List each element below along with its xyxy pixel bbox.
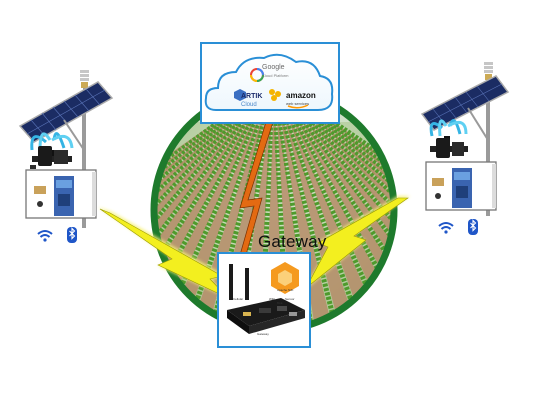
gateway-box: Cellular Gateway WiFi BLE Sensor Apache … xyxy=(217,252,311,348)
left-controller-box xyxy=(26,170,96,218)
left-sensor-node xyxy=(20,70,112,243)
gateway-logo-text: Apache NiFi xyxy=(277,288,293,292)
left-valve xyxy=(30,146,72,169)
google-brand-text: Google xyxy=(262,64,285,71)
board-label-ble: BLE xyxy=(277,301,283,305)
gateway-label: Gateway xyxy=(258,232,327,252)
board-label-wifi: WiFi xyxy=(269,297,275,301)
board-label-sensor: Sensor xyxy=(285,297,295,301)
cloud-services-box xyxy=(200,42,340,124)
amazon-brand-text: amazon xyxy=(286,91,316,100)
google-brand-subtext: Cloud Platform xyxy=(262,73,288,78)
bluetooth-icon xyxy=(468,219,478,235)
right-sensor-node xyxy=(422,62,508,235)
board-label-cellular: Cellular xyxy=(233,297,243,301)
aws-brand-subtext: web services xyxy=(286,101,309,106)
artik-brand-subtext: Cloud xyxy=(241,102,257,108)
right-controller-box xyxy=(426,162,496,210)
right-valve xyxy=(430,138,468,158)
board-label-gateway: Gateway xyxy=(257,332,269,336)
cloud-icon xyxy=(202,44,338,122)
wifi-icon xyxy=(439,223,453,234)
bluetooth-icon xyxy=(67,227,77,243)
artik-brand-text: ARTIK xyxy=(241,93,262,100)
wifi-icon xyxy=(38,231,52,242)
